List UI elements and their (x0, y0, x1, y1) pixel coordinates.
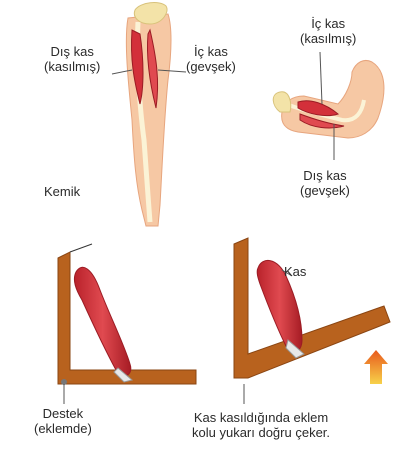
up-arrow-icon (364, 350, 388, 384)
label-line: (gevşek) (186, 59, 236, 74)
label-line: (eklemde) (34, 421, 92, 436)
label-line: Dış kas (300, 168, 350, 183)
caption: Kas kasıldığında eklem kolu yukarı doğru… (192, 410, 330, 440)
label-line: Dış kas (44, 44, 100, 59)
lever-relaxed (58, 244, 196, 404)
label-inner-muscle-contracted: İç kas (kasılmış) (300, 16, 356, 46)
label-line: İç kas (300, 16, 356, 31)
arm-illustration (273, 52, 384, 160)
caption-line: Kas kasıldığında eklem (192, 410, 330, 425)
leg-illustration (112, 3, 186, 226)
label-line: İç kas (186, 44, 236, 59)
label-inner-muscle-relaxed: İç kas (gevşek) (186, 44, 236, 74)
label-support: Destek (eklemde) (34, 406, 92, 436)
muscle-relaxed (74, 267, 130, 375)
label-muscle: Kas (284, 264, 306, 279)
label-outer-muscle-contracted: Dış kas (kasılmış) (44, 44, 100, 74)
label-line: (kasılmış) (44, 59, 100, 74)
label-line: (kasılmış) (300, 31, 356, 46)
label-bone: Kemik (44, 184, 80, 199)
label-line: Destek (34, 406, 92, 421)
lever-contracted (234, 238, 390, 404)
label-line: (gevşek) (300, 183, 350, 198)
label-outer-muscle-relaxed: Dış kas (gevşek) (300, 168, 350, 198)
caption-line: kolu yukarı doğru çeker. (192, 425, 330, 440)
